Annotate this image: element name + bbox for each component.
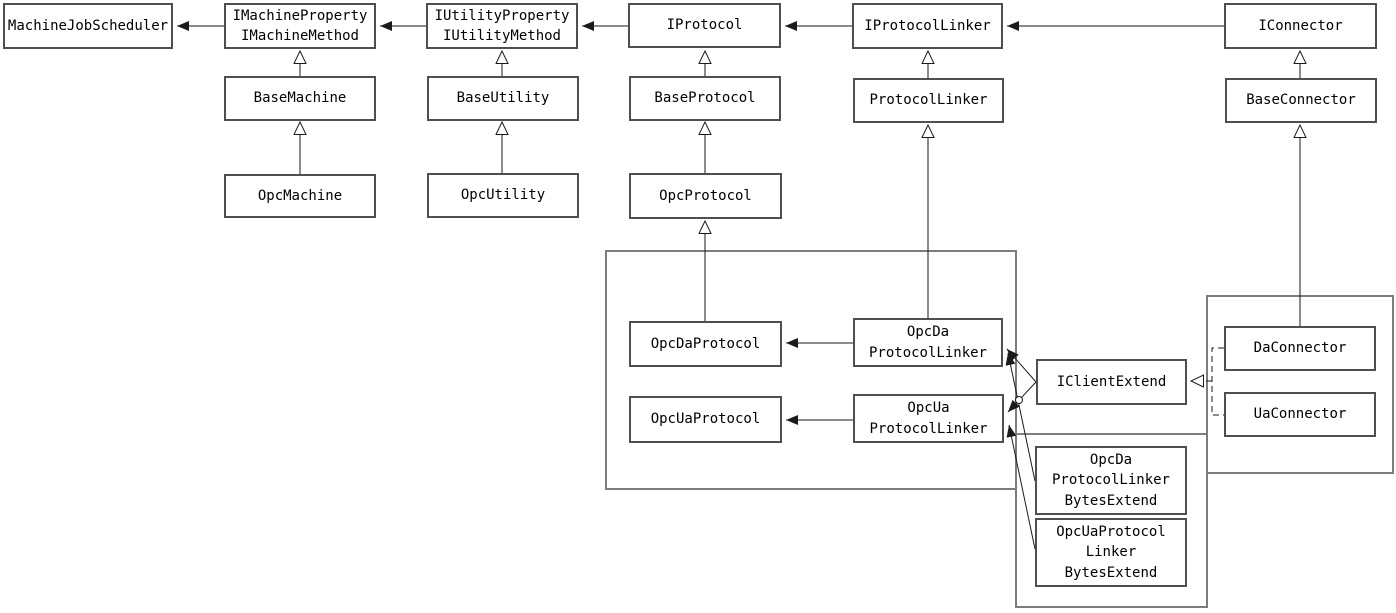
class-box-daconnector: DaConnector [1224,326,1376,371]
dependency-arrow-opcuabytesextend-to-opcualinker [1006,424,1036,550]
realization-dashed-connector-spine [1211,347,1224,416]
class-box-protocollinker: ProtocolLinker [853,78,1004,123]
class-box-opcmachine: OpcMachine [224,174,376,218]
class-box-opcuaprotocollinkerbytesextend: OpcUaProtocol Linker BytesExtend [1035,518,1187,587]
dependency-arrow-opcdabytesextend-to-opcdalinker [1005,352,1036,482]
class-box-baseutility: BaseUtility [427,76,579,121]
dependency-arrow-iclientextend-to-opcualinker [1007,381,1037,413]
interface-box-iutility: IUtilityProperty IUtilityMethod [426,3,578,49]
container-opc-protocol-group [605,250,1017,490]
class-box-opcdaprotocollinkerbytesextend: OpcDa ProtocolLinker BytesExtend [1035,446,1187,515]
class-box-opcprotocol: OpcProtocol [629,173,782,219]
dependency-arrow-iclientextend-to-opcdalinker [1006,348,1037,383]
class-box-baseprotocol: BaseProtocol [629,76,781,121]
interface-box-iprotocol: IProtocol [628,3,781,48]
class-box-opcdaprotocollinker: OpcDa ProtocolLinker [853,318,1003,367]
interface-box-iconnector: IConnector [1224,3,1377,49]
line-jump-circle [1015,396,1023,404]
class-box-baseconnector: BaseConnector [1225,78,1377,123]
class-box-uaconnector: UaConnector [1224,392,1376,437]
class-box-opcuaprotocollinker: OpcUa ProtocolLinker [853,394,1004,443]
class-box-opcutility: OpcUtility [427,173,579,218]
class-box-opcuaprotocol: OpcUaProtocol [629,396,782,443]
class-box-machinejobscheduler: MachineJobScheduler [3,3,173,49]
class-box-opcdaprotocol: OpcDaProtocol [629,321,782,367]
container-bytes-extend-group [1015,433,1208,608]
interface-box-imachine: IMachineProperty IMachineMethod [224,3,376,49]
interface-box-iprotocollinker: IProtocolLinker [852,3,1003,49]
interface-box-iclientextend: IClientExtend [1036,359,1187,405]
class-box-basemachine: BaseMachine [224,76,376,121]
